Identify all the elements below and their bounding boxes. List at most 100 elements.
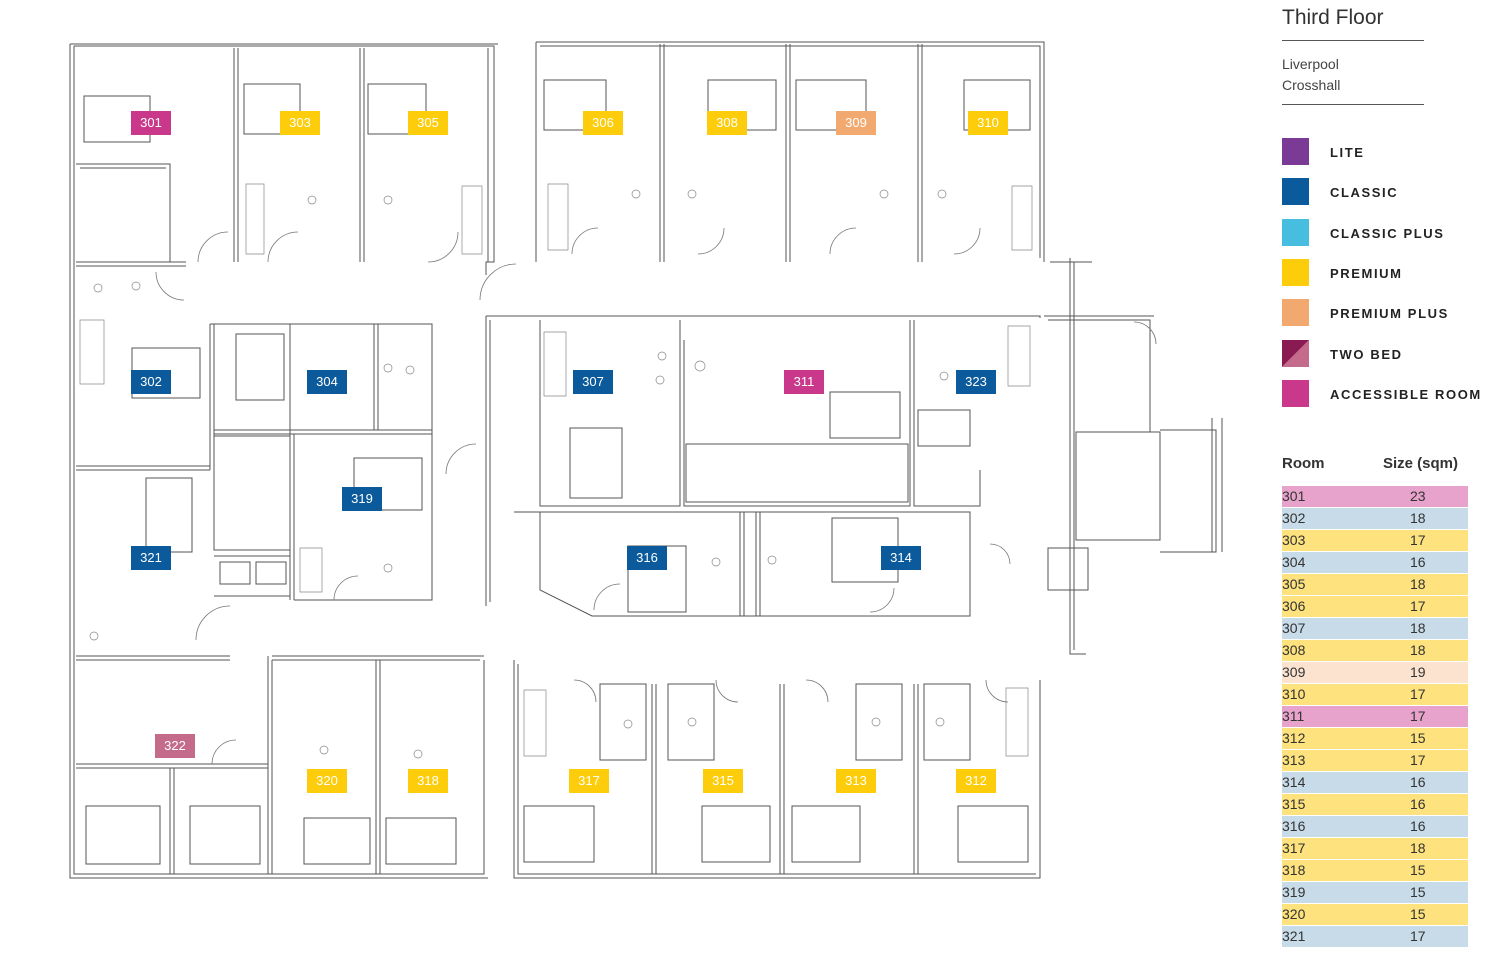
room-tag-306[interactable]: 306 [583,111,623,135]
room-tag-320[interactable]: 320 [307,769,347,793]
legend-swatch [1282,299,1309,327]
room-size-cell: 15 [1410,862,1426,878]
room-size-cell: 23 [1410,488,1426,504]
room-tag-322[interactable]: 322 [155,734,195,758]
divider [1282,104,1424,105]
table-row: 321 17 [1282,926,1468,947]
room-size-cell: 16 [1410,554,1426,570]
room-tag-323[interactable]: 323 [956,370,996,394]
divider [1282,40,1424,41]
legend-swatch [1282,339,1309,367]
legend-swatch [1282,218,1309,246]
room-size-cell: 16 [1410,796,1426,812]
room-number-cell: 309 [1282,664,1306,680]
legend-item: PREMIUM PLUS [1282,299,1511,327]
room-tag-319[interactable]: 319 [342,487,382,511]
floor-plan: 301 302 303 304 305 306 307 308 309 310 311 312 313 3… [69,41,1223,879]
legend-swatch [1282,379,1309,407]
room-tag-312[interactable]: 312 [956,769,996,793]
legend-swatch [1282,178,1309,206]
room-tag-303[interactable]: 303 [280,111,320,135]
room-number-cell: 301 [1282,488,1306,504]
room-number-cell: 307 [1282,620,1306,636]
table-row: 308 18 [1282,640,1468,661]
table-row: 319 15 [1282,882,1468,903]
room-tag-304[interactable]: 304 [307,370,347,394]
room-tag-317[interactable]: 317 [569,769,609,793]
legend-item: CLASSIC PLUS [1282,218,1511,247]
location-building: Crosshall [1282,77,1341,93]
room-number-cell: 313 [1282,752,1306,768]
table-row: 303 17 [1282,530,1468,551]
location: Liverpool Crosshall [1282,54,1340,96]
room-tag-311[interactable]: 311 [784,370,824,394]
room-size-cell: 18 [1410,642,1426,658]
room-number-cell: 303 [1282,532,1306,548]
legend-swatch [1282,258,1309,286]
room-size-cell: 17 [1410,598,1426,614]
room-number-cell: 308 [1282,642,1306,658]
room-tag-316[interactable]: 316 [627,546,667,570]
room-number-cell: 304 [1282,554,1306,570]
legend-item: CLASSIC [1282,178,1511,206]
location-city: Liverpool [1282,56,1339,72]
room-size-cell: 15 [1410,730,1426,746]
room-number-cell: 321 [1282,928,1306,944]
room-size-cell: 18 [1410,576,1426,592]
table-header-room: Room [1282,455,1325,472]
legend-item: LITE [1282,138,1511,166]
legend-label: ACCESSIBLE ROOM [1330,386,1482,402]
room-size-cell: 17 [1410,532,1426,548]
legend-label: TWO BED [1330,346,1403,362]
room-tag-307[interactable]: 307 [573,370,613,394]
room-number-cell: 311 [1282,708,1305,724]
table-row: 318 15 [1282,860,1468,881]
room-tag-301[interactable]: 301 [131,111,171,135]
floor-plan-drawing [69,41,1223,879]
room-tag-315[interactable]: 315 [703,769,743,793]
room-tag-310[interactable]: 310 [968,111,1008,135]
room-number-cell: 320 [1282,906,1306,922]
room-size-cell: 15 [1410,884,1426,900]
room-size-cell: 16 [1410,818,1426,834]
room-number-cell: 316 [1282,818,1306,834]
legend-label: CLASSIC PLUS [1330,225,1445,241]
room-number-cell: 302 [1282,510,1306,526]
room-size-cell: 15 [1410,906,1426,922]
room-size-cell: 18 [1410,620,1426,636]
floor-title: Third Floor [1282,6,1384,29]
room-tag-305[interactable]: 305 [408,111,448,135]
legend-swatch [1282,138,1309,165]
room-size-cell: 17 [1410,752,1426,768]
room-size-cell: 17 [1410,928,1426,944]
room-tag-313[interactable]: 313 [836,769,876,793]
room-tag-318[interactable]: 318 [408,769,448,793]
legend-label: PREMIUM PLUS [1330,306,1449,322]
room-number-cell: 318 [1282,862,1306,878]
room-tag-308[interactable]: 308 [707,111,747,135]
legend-label: LITE [1330,145,1365,160]
room-tag-302[interactable]: 302 [131,370,171,394]
room-tag-321[interactable]: 321 [131,546,171,570]
room-size-cell: 17 [1410,686,1426,702]
legend-label: CLASSIC [1330,185,1399,201]
table-row: 301 23 [1282,486,1468,507]
legend-item: TWO BED [1282,339,1511,368]
room-number-cell: 319 [1282,884,1306,900]
room-size-cell: 19 [1410,664,1426,680]
room-tag-309[interactable]: 309 [836,111,876,135]
room-tag-314[interactable]: 314 [881,546,921,570]
table-header-size: Size (sqm) [1383,455,1459,472]
table-row: 309 19 [1282,662,1468,683]
legend-label: PREMIUM [1330,265,1403,281]
table-row: 304 16 [1282,552,1468,573]
